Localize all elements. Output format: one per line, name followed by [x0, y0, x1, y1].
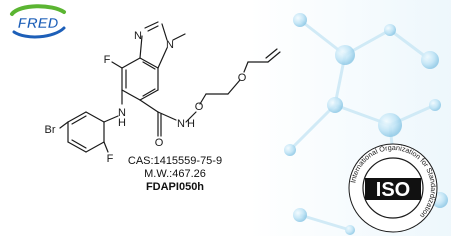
logo-text: FRED [18, 15, 59, 32]
atom-label: O [195, 101, 204, 113]
atom-label: H [118, 117, 126, 129]
atom-label: H [187, 118, 195, 130]
atom-label: N [166, 39, 174, 51]
atom-label: N [134, 30, 142, 42]
atom-label: N [118, 107, 126, 119]
atom-label: N [177, 118, 185, 130]
atom-label: F [104, 54, 111, 66]
iso-text: ISO [376, 179, 410, 201]
molecular-weight: M.W.:467.26 [144, 168, 206, 180]
product-code: FDAPI050h [145, 181, 205, 193]
compound-caption: CAS:1415559-75-9 M.W.:467.26 FDAPI050h [100, 155, 250, 194]
atom-label: F [107, 153, 114, 165]
iso-seal: International Organization for Standardi… [348, 143, 438, 233]
atom-label: Br [45, 124, 56, 136]
cas-number: CAS:1415559-75-9 [127, 155, 223, 167]
fred-logo: FRED [10, 4, 66, 39]
atom-label: O [238, 72, 247, 84]
atom-label: O [155, 137, 164, 149]
